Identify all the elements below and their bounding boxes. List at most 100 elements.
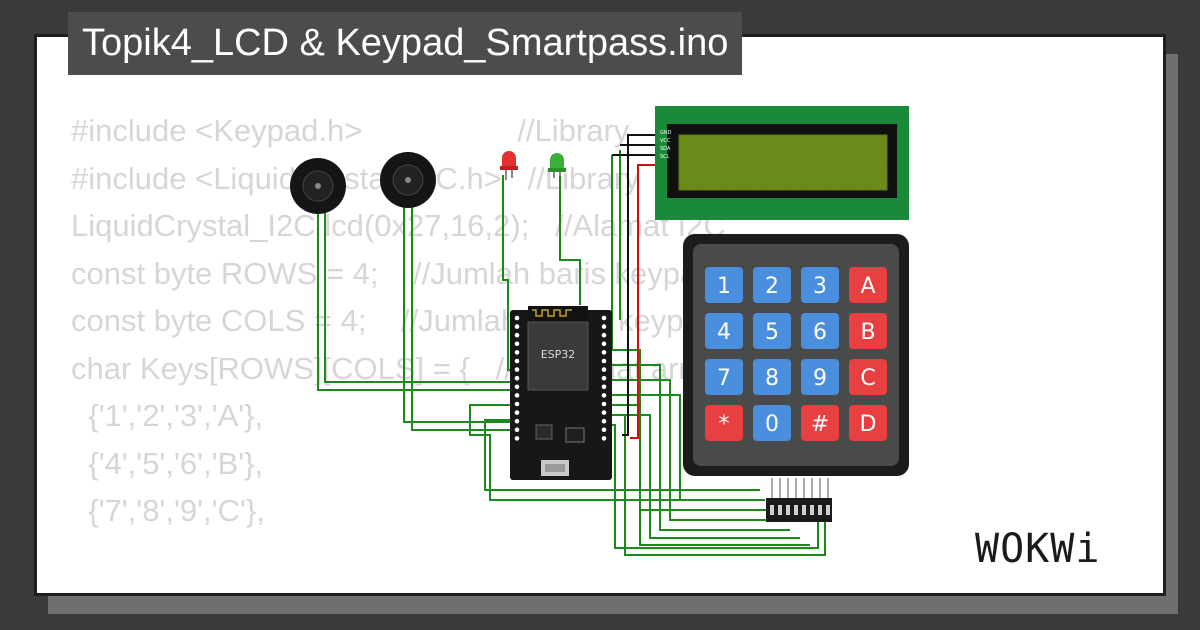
keypad-key[interactable]: 2	[753, 267, 791, 303]
esp32-pin	[601, 393, 607, 398]
buzzer-2[interactable]	[380, 152, 436, 208]
keypad-key-face[interactable]	[849, 359, 887, 395]
keypad-key[interactable]: #	[801, 405, 839, 441]
esp32-pin	[514, 315, 520, 321]
keypad-key-label: D	[860, 412, 877, 437]
esp32-pin	[601, 401, 607, 407]
esp32-board[interactable]: ESP32	[510, 306, 612, 480]
keypad-key-label: A	[860, 274, 875, 299]
keypad-key[interactable]: 8	[753, 359, 791, 395]
keypad-key-label: 9	[813, 366, 827, 391]
code-line: {'1','2','3','A'},	[71, 398, 264, 433]
esp32-pin	[514, 341, 520, 347]
keypad-key[interactable]: 3	[801, 267, 839, 303]
keypad-key-label: 1	[717, 274, 731, 299]
esp32-pin	[601, 324, 607, 329]
esp32-pin	[514, 384, 520, 390]
esp32-pin	[514, 436, 520, 441]
keypad-key-face[interactable]	[705, 267, 743, 303]
esp32-pin	[601, 358, 607, 364]
keypad-key-face[interactable]	[753, 313, 791, 349]
keypad-key-label: 5	[765, 320, 779, 345]
keypad-key-label: #	[811, 412, 829, 437]
keypad-key-label: *	[719, 412, 730, 437]
lcd-pin-label: GND	[660, 130, 672, 136]
esp32-pin	[601, 427, 607, 433]
esp32-pin	[514, 393, 520, 398]
esp32-pin	[514, 375, 520, 381]
keypad-key-face[interactable]	[753, 359, 791, 395]
keypad-key-face[interactable]	[801, 359, 839, 395]
esp32-pin	[601, 350, 607, 355]
mcu-label: ESP32	[541, 348, 576, 361]
keypad-key-face[interactable]	[801, 313, 839, 349]
keypad-key[interactable]: 9	[801, 359, 839, 395]
led-red[interactable]	[500, 151, 518, 180]
esp32-pin	[601, 367, 607, 372]
esp32-pin	[514, 401, 520, 407]
keypad-key-label: C	[860, 366, 875, 391]
keypad-key[interactable]: *	[705, 405, 743, 441]
esp32-pin	[514, 324, 520, 329]
lcd-pin-label: SCL	[660, 154, 670, 160]
esp32-pin	[514, 427, 520, 433]
keypad-key[interactable]: 1	[705, 267, 743, 303]
lcd-pin-label: SDA	[660, 146, 671, 152]
esp32-pin	[514, 350, 520, 355]
esp32-pin	[601, 341, 607, 347]
esp32-pin	[601, 436, 607, 441]
keypad-key[interactable]: 6	[801, 313, 839, 349]
keypad-key-face[interactable]	[705, 359, 743, 395]
keypad-key[interactable]: B	[849, 313, 887, 349]
keypad-key[interactable]: 4	[705, 313, 743, 349]
keypad-key-face[interactable]	[705, 313, 743, 349]
lcd-display[interactable]: GND VCC SDA SCL	[655, 106, 909, 220]
esp32-pin	[514, 418, 520, 424]
keypad-key[interactable]: C	[849, 359, 887, 395]
esp32-pin	[601, 375, 607, 381]
keypad-key[interactable]: A	[849, 267, 887, 303]
keypad-key-label: 7	[717, 366, 731, 391]
keypad-key-label: B	[860, 320, 875, 345]
esp32-pin	[514, 358, 520, 364]
keypad-key-face[interactable]	[849, 267, 887, 303]
esp32-pin	[514, 332, 520, 338]
page-title: Topik4_LCD & Keypad_Smartpass.ino	[68, 12, 743, 75]
code-line: #include <Keypad.h> //Library	[71, 113, 630, 148]
keypad-key-label: 8	[765, 366, 779, 391]
keypad-key-label: 0	[765, 412, 779, 437]
keypad-key[interactable]: 5	[753, 313, 791, 349]
keypad-key[interactable]: 0	[753, 405, 791, 441]
esp32-pin	[514, 410, 520, 415]
esp32-pin	[601, 332, 607, 338]
led-green[interactable]	[548, 153, 566, 178]
keypad-key-face[interactable]	[849, 405, 887, 441]
keypad-keys: 1 2 3 A 4 5 6 B 7 8 9 C * 0 # D	[705, 267, 887, 441]
keypad-key-face[interactable]	[801, 405, 839, 441]
esp32-pin	[601, 410, 607, 415]
keypad-key-face[interactable]	[801, 267, 839, 303]
code-line: {'4','5','6','B'},	[71, 445, 264, 481]
keypad-connector	[766, 478, 832, 522]
wokwi-logo: WOKWi	[975, 526, 1101, 572]
keypad-key-label: 6	[813, 320, 827, 345]
buzzer-1[interactable]	[290, 158, 346, 214]
code-line: {'7','8','9','C'},	[71, 493, 265, 528]
keypad-key-label: 2	[765, 274, 779, 299]
keypad-key-face[interactable]	[705, 405, 743, 441]
esp32-pin	[601, 384, 607, 390]
keypad-key-face[interactable]	[753, 405, 791, 441]
keypad-key-label: 3	[813, 274, 827, 299]
keypad-key-face[interactable]	[849, 313, 887, 349]
lcd-pin-label: VCC	[660, 138, 671, 144]
keypad-key-face[interactable]	[753, 267, 791, 303]
keypad-key[interactable]: 7	[705, 359, 743, 395]
esp32-pin	[601, 315, 607, 321]
code-preview: #include <Keypad.h> //Library#include <L…	[71, 107, 726, 535]
keypad-key-label: 4	[717, 320, 731, 345]
keypad-key[interactable]: D	[849, 405, 887, 441]
keypad[interactable]: 1 2 3 A 4 5 6 B 7 8 9 C * 0 # D	[683, 234, 909, 476]
esp32-pin	[601, 418, 607, 424]
esp32-pin	[514, 367, 520, 372]
